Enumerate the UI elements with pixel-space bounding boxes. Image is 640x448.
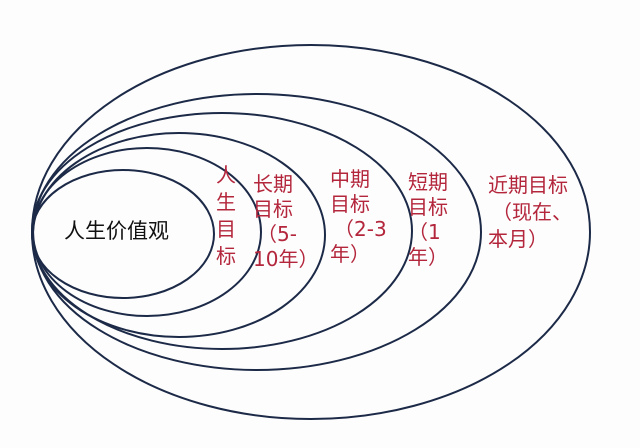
label-line: 长期 <box>253 172 293 196</box>
label-line: 10年） <box>253 247 319 271</box>
label-line: （现在、 <box>492 200 572 224</box>
label-line: 年） <box>408 245 448 269</box>
life-goals-label: 人生目标 <box>216 162 236 270</box>
label-line: （5- <box>257 222 297 246</box>
label-line: 年） <box>330 242 370 266</box>
label-line: 目标 <box>408 195 448 219</box>
label-line: 目标 <box>253 197 293 221</box>
label-line: 生 <box>216 190 236 214</box>
core-label: 人生价值观 <box>64 219 169 243</box>
label-line: 中期 <box>330 167 370 191</box>
label-line: 目标 <box>330 192 370 216</box>
label-line: 标 <box>216 244 236 268</box>
ellipse-near-term <box>31 44 591 420</box>
label-line: 短期 <box>408 170 448 194</box>
label-line: 近期目标 <box>488 173 568 197</box>
label-line: 本月） <box>488 227 548 251</box>
label-line: （2-3 <box>334 217 387 241</box>
long-term-label: 长期目标（5-10年） <box>253 172 318 272</box>
label-line: 目 <box>216 217 236 241</box>
label-line: 人 <box>216 163 236 187</box>
near-term-label: 近期目标 （现在、本月） <box>488 172 572 253</box>
label-line: （1 <box>408 220 441 244</box>
